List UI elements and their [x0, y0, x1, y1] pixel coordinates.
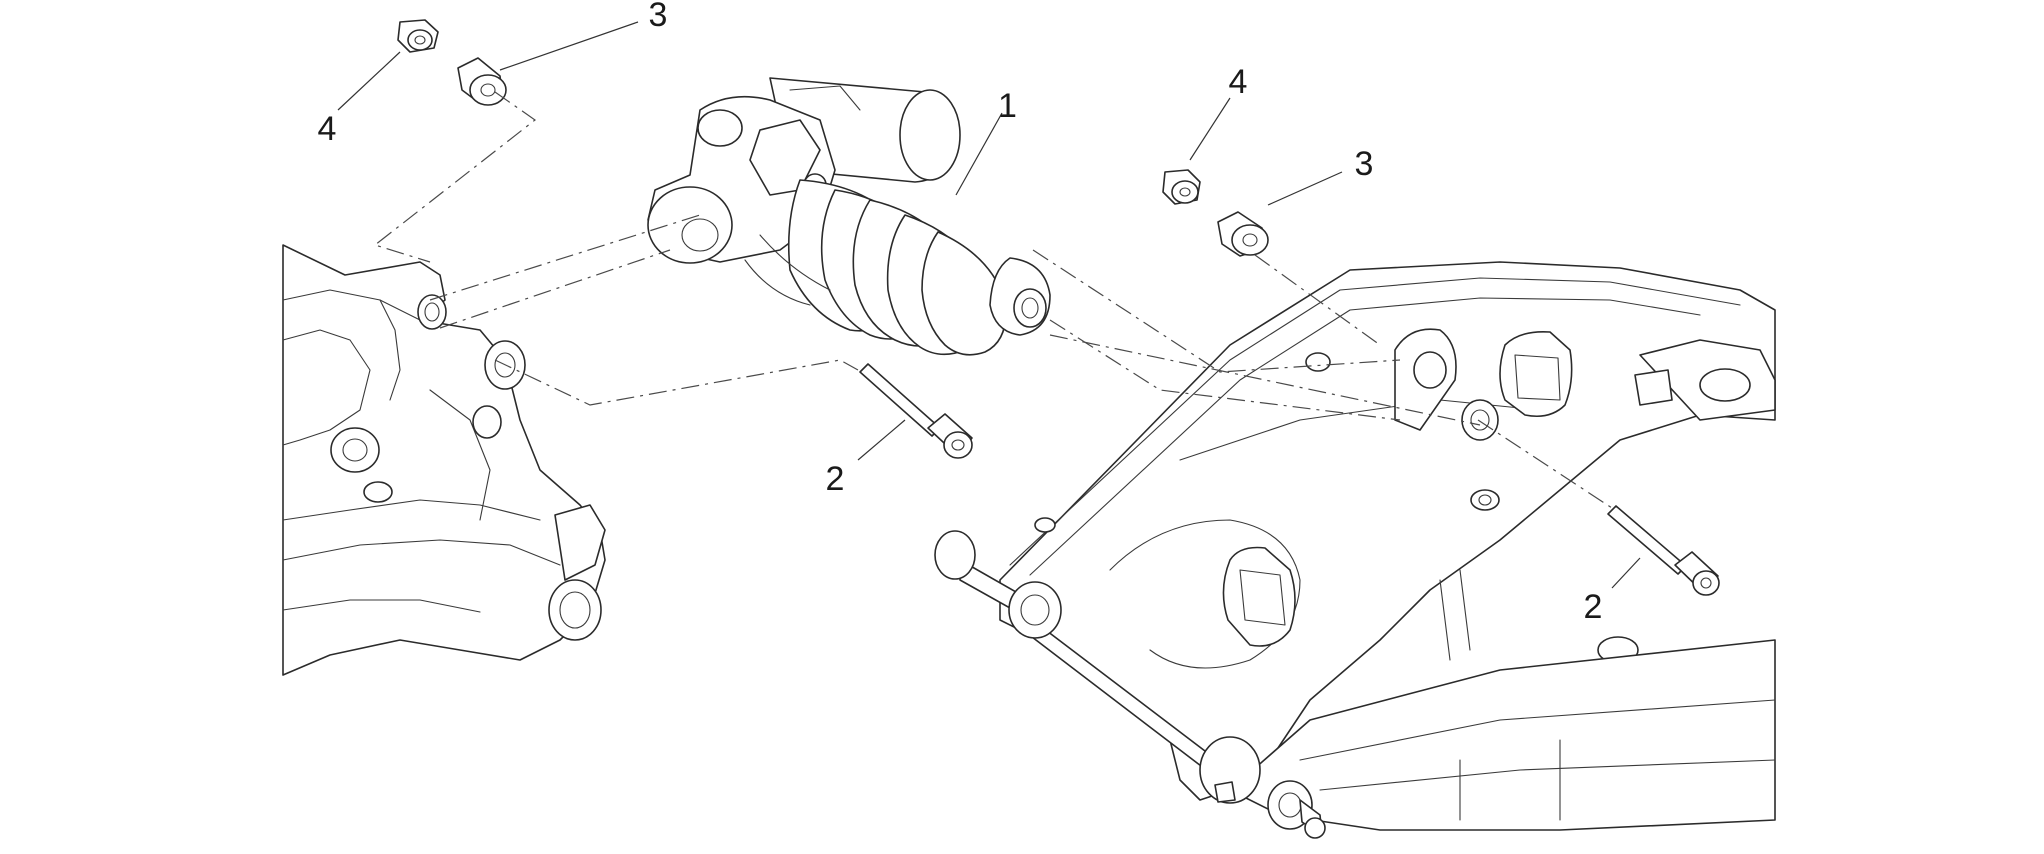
- lower-bolt: [859, 363, 973, 459]
- bushing-left: [457, 57, 507, 106]
- callout-4-left: 4: [318, 51, 401, 148]
- bushing-right: [1217, 211, 1269, 257]
- swingarm: [999, 261, 1776, 831]
- nut-right: [1162, 169, 1201, 205]
- frame-left: [282, 244, 606, 676]
- callout-3-left: 3: [499, 0, 668, 71]
- callout-label-3b: 3: [1355, 145, 1374, 183]
- callout-label-1: 1: [998, 87, 1017, 125]
- callout-2-center: 2: [826, 419, 906, 498]
- callout-label-2a: 2: [826, 460, 845, 498]
- upper-bolt: [1607, 505, 1720, 596]
- callout-4-right: 4: [1189, 63, 1248, 161]
- callout-label-4a: 4: [318, 110, 337, 148]
- pivot-shaft: [934, 530, 1326, 839]
- callout-label-4b: 4: [1229, 63, 1248, 101]
- callout-label-3a: 3: [649, 0, 668, 34]
- callout-2-right: 2: [1584, 557, 1641, 626]
- callout-3-right: 3: [1267, 145, 1374, 206]
- assembly-lines: [373, 91, 1616, 511]
- callout-1: 1: [955, 87, 1017, 196]
- nut-left: [397, 19, 439, 53]
- callout-label-2b: 2: [1584, 588, 1603, 626]
- shock-absorber: [647, 77, 1051, 356]
